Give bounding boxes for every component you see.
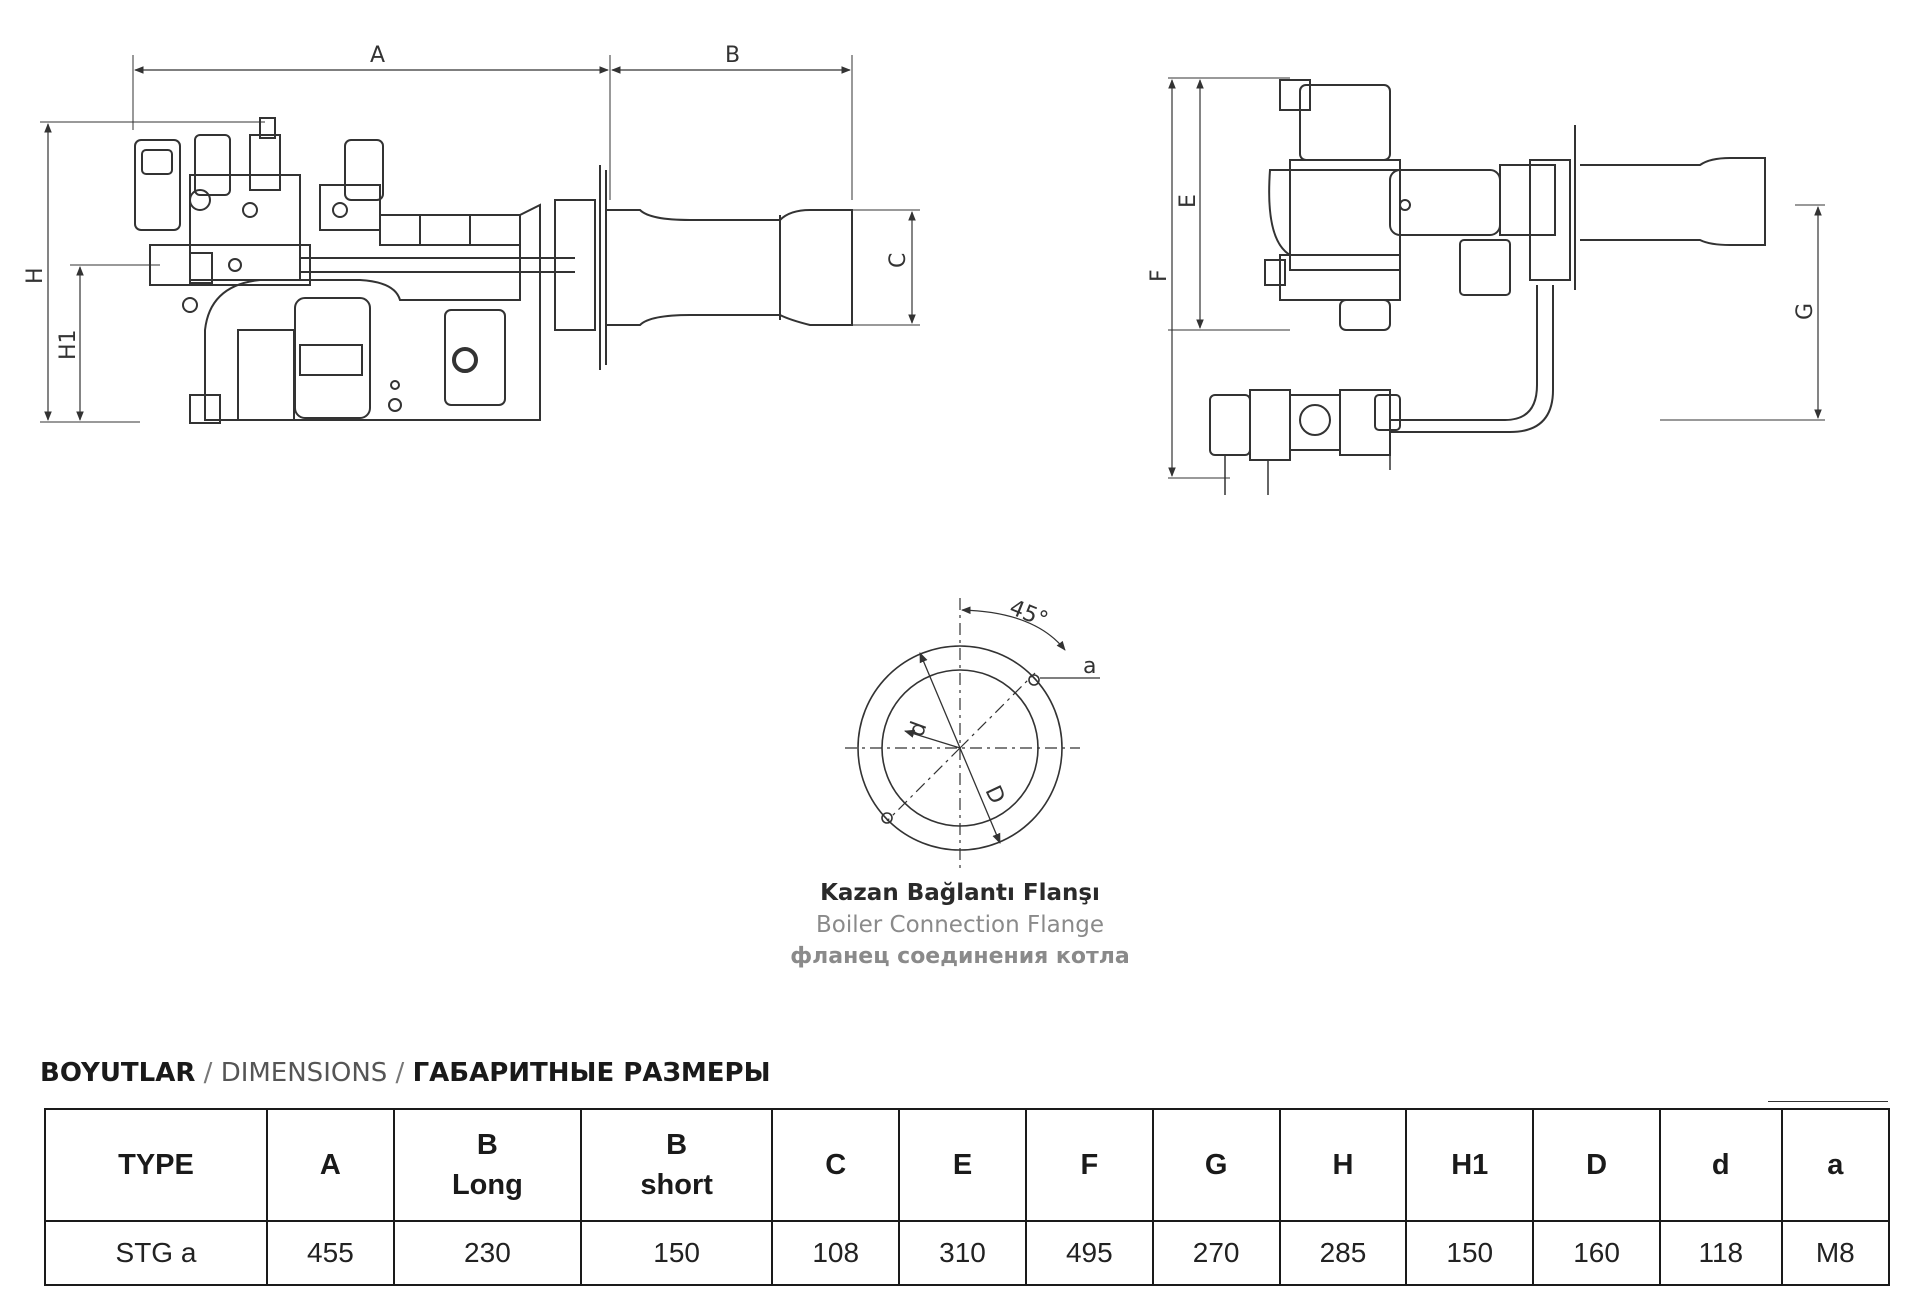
burner-front-view — [1168, 77, 1825, 495]
heading-tr: BOYUTLAR — [40, 1058, 196, 1088]
dim-label-E: E — [1176, 194, 1201, 208]
heading-separator-1: / — [195, 1058, 221, 1088]
cell-e: 310 — [898, 1220, 1027, 1286]
heading-separator-2: / — [387, 1058, 413, 1088]
flange-inner-diameter-label: d — [904, 718, 932, 740]
boiler-flange-detail — [845, 598, 1100, 870]
cell-h1: 150 — [1405, 1220, 1535, 1286]
flange-angle-label: 45° — [1006, 595, 1052, 633]
technical-drawing: A B C H H1 E F G 45° a d D — [23, 43, 1825, 870]
col-header-type: TYPE — [44, 1108, 268, 1222]
cell-b-long: 230 — [392, 1220, 583, 1286]
flange-caption-en: Boiler Connection Flange — [815, 912, 1105, 938]
cell-d-outer: 160 — [1532, 1220, 1661, 1286]
cell-a-hole: M8 — [1780, 1220, 1891, 1286]
heading-en: DIMENSIONS — [220, 1058, 388, 1088]
flange-caption-tr: Kazan Bağlantı Flanşı — [820, 880, 1100, 906]
cell-h: 285 — [1278, 1220, 1408, 1286]
heading-ru: ГАБАРИТНЫЕ РАЗМЕРЫ — [412, 1058, 771, 1088]
cell-type: STG a — [44, 1220, 268, 1286]
cell-c: 108 — [771, 1220, 901, 1286]
dim-label-C: C — [886, 253, 911, 268]
col-header-d-outer: D — [1532, 1108, 1661, 1222]
dim-label-F: F — [1147, 269, 1172, 282]
flange-hole-label: a — [1083, 654, 1096, 679]
dim-label-A: A — [370, 43, 385, 68]
col-header-d-inner: d — [1658, 1108, 1783, 1222]
col-header-c: C — [771, 1108, 901, 1222]
cell-b-short: 150 — [579, 1220, 774, 1286]
cell-d-inner: 118 — [1658, 1220, 1783, 1286]
cell-g: 270 — [1151, 1220, 1281, 1286]
col-header-a-hole: a — [1780, 1108, 1891, 1222]
dim-label-G: G — [1793, 303, 1818, 320]
dim-label-H1: H1 — [56, 329, 81, 360]
burner-side-view — [40, 55, 920, 424]
col-header-f: F — [1024, 1108, 1154, 1222]
decorative-rule — [1768, 1101, 1888, 1102]
col-header-h: H — [1278, 1108, 1408, 1222]
cell-a: 455 — [266, 1220, 395, 1286]
col-header-e: E — [898, 1108, 1027, 1222]
cell-f: 495 — [1024, 1220, 1154, 1286]
col-header-a: A — [266, 1108, 395, 1222]
flange-caption-ru: фланец соединения котла — [790, 944, 1130, 969]
dim-label-B: B — [725, 43, 740, 68]
dimensions-heading: BOYUTLAR / DIMENSIONS / ГАБАРИТНЫЕ РАЗМЕ… — [40, 1058, 771, 1088]
col-header-g: G — [1151, 1108, 1281, 1222]
dim-label-H: H — [23, 267, 48, 284]
table-row: STG a 455 230 150 108 310 495 270 285 15… — [44, 1220, 1891, 1286]
col-header-h1: H1 — [1405, 1108, 1535, 1222]
